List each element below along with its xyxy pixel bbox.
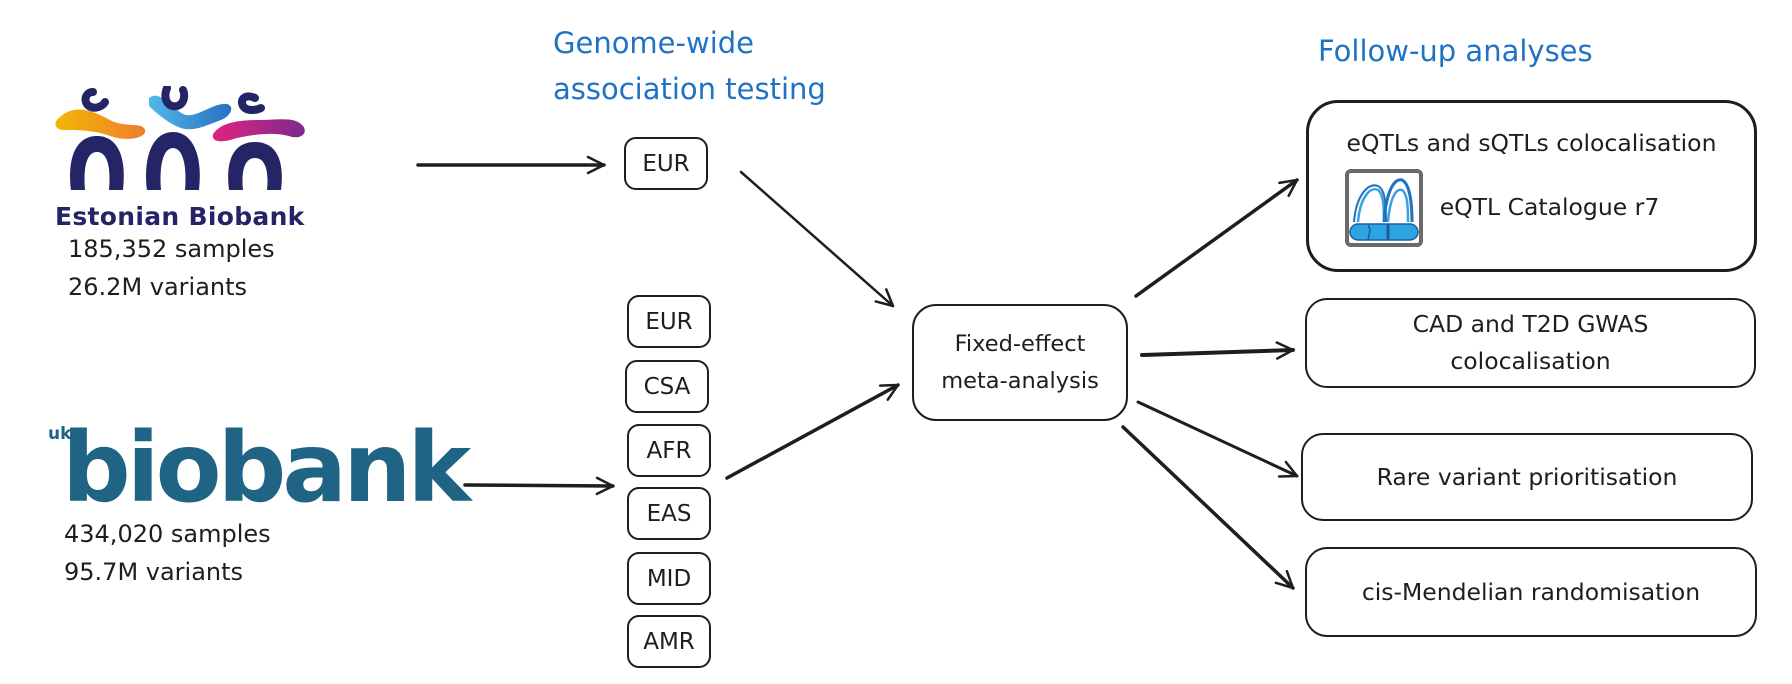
population-box-ukb-csa: CSA	[625, 360, 709, 413]
arrow-meta-to-mr	[1121, 425, 1295, 590]
arrow-meta-to-rare	[1136, 400, 1299, 478]
population-box-ukb-afr: AFR	[627, 424, 711, 477]
eqtl-catalogue-row: eQTL Catalogue r7	[1344, 168, 1660, 248]
ukb-samples: 434,020 samples	[64, 520, 271, 548]
meta-analysis-line1: Fixed-effect	[954, 330, 1086, 357]
followup-eqtl-title: eQTLs and sQTLs colocalisation	[1346, 128, 1717, 157]
arrow-meta-to-cad	[1140, 341, 1295, 360]
population-box-ukb-amr: AMR	[627, 615, 711, 668]
followup-rare-variant-box: Rare variant prioritisation	[1301, 433, 1753, 521]
meta-analysis-box: Fixed-effect meta-analysis	[912, 304, 1128, 421]
population-box-estonian-eur: EUR	[624, 137, 708, 190]
followup-eqtl-box: eQTLs and sQTLs colocalisation eQTL Cata…	[1306, 100, 1757, 272]
followup-cad-t2d-box: CAD and T2D GWAS colocalisation	[1305, 298, 1756, 388]
estonian-biobank-logo	[55, 84, 305, 190]
gwas-heading: Genome-wide association testing	[553, 20, 826, 112]
followup-mr-box: cis-Mendelian randomisation	[1305, 547, 1757, 637]
followup-heading: Follow-up analyses	[1318, 34, 1593, 68]
population-box-ukb-mid: MID	[627, 552, 711, 605]
estonian-variants: 26.2M variants	[68, 273, 248, 301]
estonian-biobank-name: Estonian Biobank	[55, 202, 305, 231]
arrow-ukb-to-populations	[463, 476, 615, 496]
population-box-ukb-eur: EUR	[627, 295, 711, 348]
population-box-ukb-eas: EAS	[627, 487, 711, 540]
followup-cad-t2d-line2: colocalisation	[1450, 347, 1611, 375]
arrow-ukb-to-meta	[725, 383, 900, 480]
eqtl-catalogue-logo	[1344, 168, 1423, 247]
arrow-meta-to-eqtl	[1134, 178, 1299, 298]
ukb-variants: 95.7M variants	[64, 558, 244, 586]
followup-mr-label: cis-Mendelian randomisation	[1361, 577, 1701, 606]
estonian-samples: 185,352 samples	[68, 235, 275, 263]
estonian-biobank-section: Estonian Biobank	[55, 84, 315, 231]
followup-rare-variant-label: Rare variant prioritisation	[1376, 462, 1678, 491]
uk-biobank-logo-prefix: uk	[48, 424, 72, 444]
followup-cad-t2d-line1: CAD and T2D GWAS	[1412, 310, 1649, 338]
gwas-heading-line2: association testing	[553, 72, 826, 106]
meta-analysis-line2: meta-analysis	[941, 367, 1099, 394]
eqtl-catalogue-label: eQTL Catalogue r7	[1439, 193, 1660, 221]
uk-biobank-logo-word: biobank	[62, 412, 471, 524]
arrow-eur-to-meta	[739, 170, 895, 308]
gwas-heading-line1: Genome-wide	[553, 26, 755, 60]
